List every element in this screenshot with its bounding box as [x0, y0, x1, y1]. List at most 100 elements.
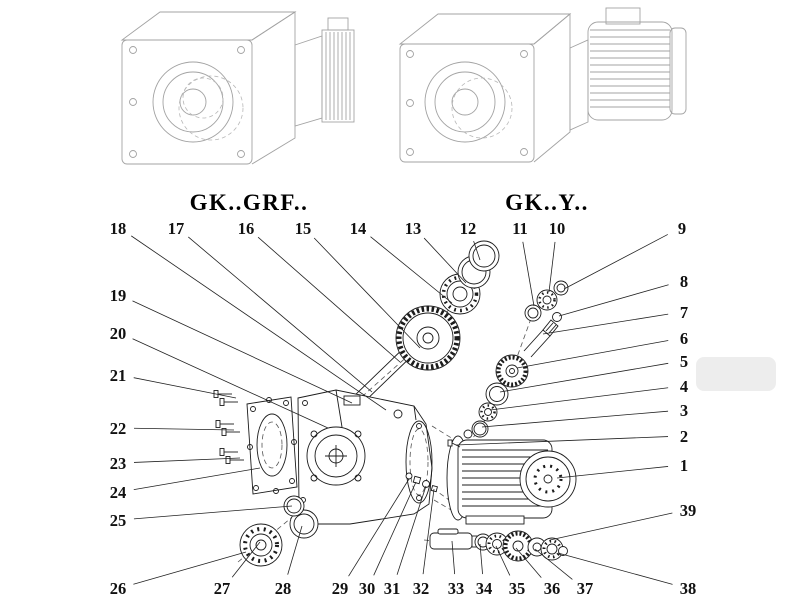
leader-line-32: [422, 488, 435, 575]
eye-bolt: [463, 429, 473, 439]
leader-line-25: [133, 505, 293, 520]
callout-number-22: 22: [110, 419, 127, 438]
leader-line-24: [133, 467, 261, 491]
callout-number-30: 30: [359, 579, 376, 598]
callout-number-31: 31: [384, 579, 401, 598]
leader-line-6: [516, 340, 669, 369]
leader-line-22: [133, 427, 235, 431]
callout-number-11: 11: [512, 219, 528, 238]
leader-line-23: [133, 457, 241, 463]
callout-number-18: 18: [110, 219, 127, 238]
leader-line-7: [542, 313, 669, 335]
key-block-2: [430, 484, 438, 493]
callout-number-21: 21: [110, 366, 127, 385]
callout-number-36: 36: [544, 579, 561, 598]
callout-number-3: 3: [680, 401, 688, 420]
callout-number-12: 12: [460, 219, 477, 238]
leader-line-15: [313, 237, 421, 349]
callout-number-10: 10: [549, 219, 566, 238]
leader-line-14: [370, 236, 453, 304]
leader-line-10: [548, 241, 556, 293]
leader-line-20: [132, 338, 329, 429]
pinion-stack: [471, 280, 569, 438]
electric-motor: [446, 429, 577, 525]
motor-flange-face: [405, 420, 433, 504]
callout-number-35: 35: [509, 579, 526, 598]
shaft-key: [437, 528, 459, 535]
callout-number-25: 25: [110, 511, 127, 530]
output-bearing: [239, 523, 283, 567]
retaining-ring: [468, 240, 500, 272]
leader-line-27: [231, 541, 261, 578]
callout-number-1: 1: [680, 456, 688, 475]
small-ring: [553, 280, 569, 296]
callout-number-32: 32: [413, 579, 430, 598]
callout-number-2: 2: [680, 427, 688, 446]
callout-number-17: 17: [168, 219, 185, 238]
callout-number-13: 13: [405, 219, 422, 238]
leader-line-12: [473, 240, 481, 261]
shim: [552, 312, 562, 322]
key-block: [412, 475, 422, 485]
motor-bolt: [447, 439, 453, 447]
callout-number-26: 26: [110, 579, 127, 598]
leader-line-11: [522, 241, 535, 307]
callout-number-9: 9: [678, 219, 686, 238]
leader-line-29: [348, 478, 410, 577]
seal-ring: [524, 304, 542, 322]
bevel-pinion: [542, 319, 559, 337]
motor-fan-cover: [519, 450, 577, 508]
leader-line-5: [499, 362, 669, 393]
model-title-right: GK..Y..: [505, 190, 589, 215]
leader-line-18: [131, 235, 387, 411]
input-gear-stack: [351, 240, 500, 407]
callout-number-28: 28: [275, 579, 292, 598]
output-shaft-assembly: [429, 528, 568, 562]
drawing-gk-grf-assembled: [120, 11, 355, 165]
callout-number-37: 37: [577, 579, 594, 598]
leader-line-4: [489, 387, 669, 411]
leader-line-8: [558, 284, 669, 317]
leader-line-30: [373, 481, 417, 576]
cover-plate: [246, 396, 298, 495]
leader-line-16: [257, 236, 401, 363]
breather-plug: [393, 409, 403, 419]
leader-line-21: [133, 377, 237, 399]
callout-number-27: 27: [214, 579, 231, 598]
leader-line-9: [563, 234, 668, 290]
callout-number-33: 33: [448, 579, 465, 598]
callout-number-19: 19: [110, 286, 127, 305]
callout-number-5: 5: [680, 352, 688, 371]
watermark-smudge: [696, 357, 776, 391]
motor-foot: [465, 515, 525, 525]
model-title-left: GK..GRF..: [190, 190, 309, 215]
callout-number-24: 24: [110, 483, 127, 502]
leader-line-34: [479, 543, 483, 575]
leader-line-37: [534, 548, 573, 580]
leader-line-26: [133, 551, 247, 585]
leader-line-3: [481, 410, 669, 428]
end-clip: [558, 546, 568, 556]
leader-line-39: [549, 512, 673, 541]
callout-number-7: 7: [680, 303, 688, 322]
callout-number-16: 16: [238, 219, 255, 238]
leader-line-13: [423, 237, 467, 284]
callout-number-15: 15: [295, 219, 312, 238]
output-bearing-stack-left: [239, 495, 319, 567]
washer-small: [405, 472, 413, 480]
coupling-fasteners: [405, 472, 438, 493]
cover-screws: [213, 390, 244, 464]
cover-plate-and-screws: [213, 390, 298, 495]
callout-number-23: 23: [110, 454, 127, 473]
gear-housing: [297, 389, 433, 525]
leader-line-35: [495, 545, 511, 576]
drawing-gk-y-assembled: [398, 7, 687, 163]
output-shaft: [429, 532, 473, 550]
callout-number-20: 20: [110, 324, 127, 343]
leader-line-17: [188, 236, 373, 393]
leader-line-2: [455, 436, 669, 446]
callout-number-39: 39: [680, 501, 697, 520]
